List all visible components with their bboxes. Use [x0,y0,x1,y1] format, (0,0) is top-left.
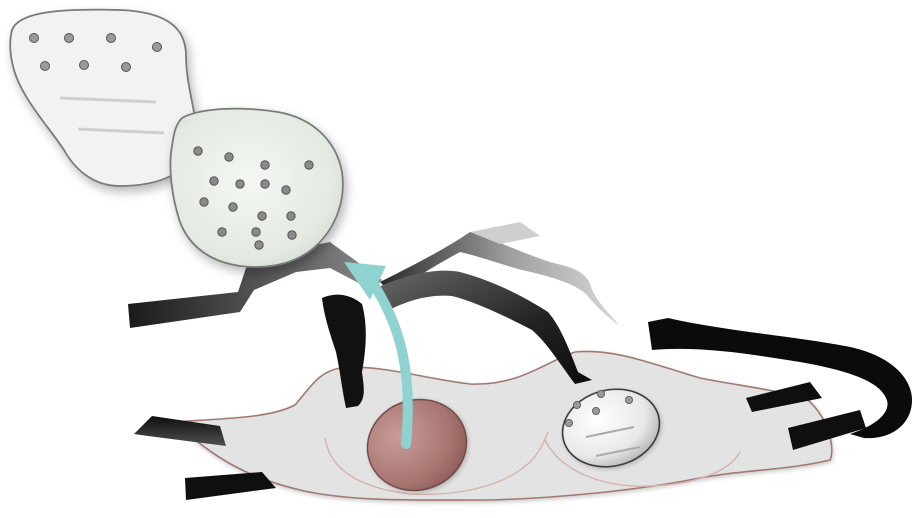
middle-plate-dot [258,212,266,220]
middle-plate-dot [305,161,313,169]
middle-plate-dot [194,147,202,155]
left-strap-bottom [185,472,276,500]
upper-plate-dot [80,61,89,70]
upper-plate-dot [30,34,39,43]
middle-plate-dot [225,153,233,161]
upper-plate-dot [41,62,50,71]
right-pad-dot [565,419,572,426]
right-pad-dot [597,390,604,397]
right-pad-dot [625,396,632,403]
middle-plate-dot [261,161,269,169]
middle-plate-dot [255,241,263,249]
upper-plate [10,10,196,186]
middle-plate-dot [252,228,260,236]
middle-plate-dot [218,228,226,236]
middle-plate-dot [200,198,208,206]
middle-plate-dot [229,203,237,211]
right-pad-dot [573,401,580,408]
upper-plate-dot [153,43,162,52]
base-membrane [175,351,832,500]
middle-plate-dot [236,180,244,188]
middle-plate [170,109,342,267]
middle-plate-dot [210,177,218,185]
middle-plate-dot [288,231,296,239]
right-pad-dot [592,407,599,414]
upper-plate-dot [107,34,116,43]
upper-plate-dot [122,63,131,72]
upper-plate-dot [65,34,74,43]
middle-plate-dot [287,212,295,220]
middle-plate-dot [282,186,290,194]
middle-plate-dot [261,180,269,188]
